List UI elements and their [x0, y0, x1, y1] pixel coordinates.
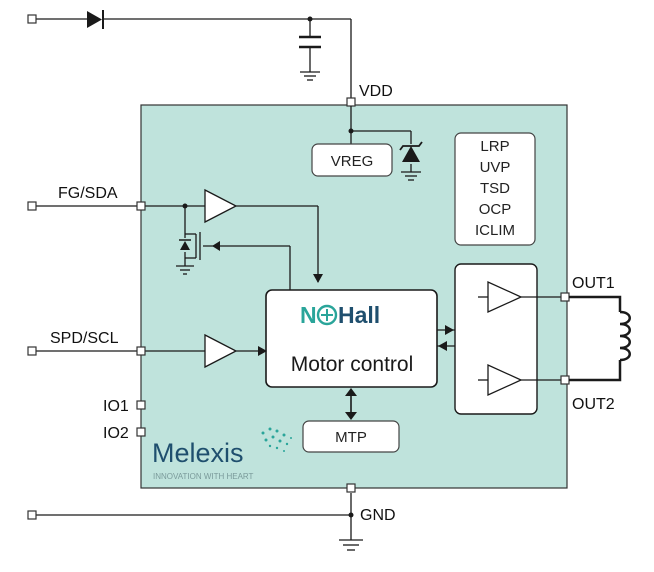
- output-stage-block: [454, 263, 538, 415]
- protection-item: TSD: [480, 180, 510, 197]
- ground-icon: [339, 539, 363, 551]
- protection-item: ICLIM: [475, 222, 515, 239]
- fg-sda-pin: [136, 201, 146, 211]
- arrow-icon: [212, 241, 220, 251]
- spd-scl-pin: [136, 346, 146, 356]
- junction-dot: [348, 128, 354, 134]
- arrow-up-icon: [345, 388, 357, 396]
- diode-icon: [87, 10, 104, 29]
- fg-sda-terminal: [27, 201, 37, 211]
- motor-control-label: Motor control: [291, 353, 414, 376]
- zener-diode-icon: [399, 141, 423, 162]
- out1-pin: [560, 292, 570, 302]
- nohall-logo-n: N: [300, 302, 317, 328]
- protection-item: LRP: [480, 138, 509, 155]
- vreg-block: [311, 143, 393, 177]
- output-driver-2: [478, 363, 561, 397]
- melexis-logo: Melexis INNOVATION WITH HEART: [152, 427, 292, 481]
- motor-coil-icon: [569, 295, 631, 382]
- nohall-logo-hall: Hall: [338, 302, 380, 328]
- mtp-block: [302, 420, 400, 453]
- vreg-feed: [350, 106, 412, 172]
- io1-pin: [136, 400, 146, 410]
- protection-block: [454, 132, 536, 246]
- io1-label: IO1: [103, 398, 129, 415]
- protection-item: UVP: [480, 159, 511, 176]
- fg-sda-path: [35, 205, 319, 290]
- output-driver-1: [478, 280, 561, 314]
- melexis-wordmark: Melexis: [152, 438, 244, 468]
- diode-icon: [179, 239, 191, 250]
- gnd-label: GND: [360, 507, 396, 524]
- io2-label: IO2: [103, 425, 129, 442]
- arrow-icon: [438, 341, 447, 351]
- buffer-amplifier-icon: [204, 188, 238, 224]
- melexis-dots-icon: [261, 427, 292, 452]
- io2-pin: [136, 427, 146, 437]
- ground-icon: [401, 171, 421, 181]
- out2-pin: [560, 375, 570, 385]
- mtp-label: MTP: [335, 429, 367, 446]
- junction-dot: [182, 203, 188, 209]
- nohall-logo-symbol: [316, 304, 338, 326]
- motor-control-block: [265, 289, 438, 388]
- driver-amplifier-icon: [487, 280, 523, 314]
- out1-label: OUT1: [572, 275, 615, 292]
- spd-scl-terminal: [27, 346, 37, 356]
- ground-icon: [176, 265, 194, 275]
- gnd-pin: [346, 483, 356, 493]
- vreg-label: VREG: [331, 153, 374, 170]
- arrow-icon: [313, 274, 323, 283]
- vdd-label: VDD: [359, 83, 393, 100]
- nohall-logo: N Hall: [300, 302, 380, 328]
- spd-scl-label: SPD/SCL: [50, 330, 119, 347]
- buffer-amplifier-icon: [204, 333, 238, 369]
- vdd-pin: [346, 97, 356, 107]
- vdd-input-terminal: [27, 14, 37, 24]
- gnd-terminal: [27, 510, 37, 520]
- melexis-tagline: INNOVATION WITH HEART: [153, 472, 254, 481]
- fg-sda-label: FG/SDA: [58, 185, 118, 202]
- vdd-input-path: [35, 18, 352, 98]
- ground-icon: [300, 71, 320, 81]
- junction-dot: [348, 512, 354, 518]
- capacitor-icon: [299, 35, 321, 49]
- protection-item: OCP: [479, 201, 512, 218]
- driver-amplifier-icon: [487, 363, 523, 397]
- arrow-icon: [258, 346, 267, 356]
- gnd-path: [35, 493, 352, 540]
- junction-dot: [307, 16, 313, 22]
- arrow-down-icon: [345, 412, 357, 420]
- out2-label: OUT2: [572, 396, 615, 413]
- arrow-icon: [445, 325, 454, 335]
